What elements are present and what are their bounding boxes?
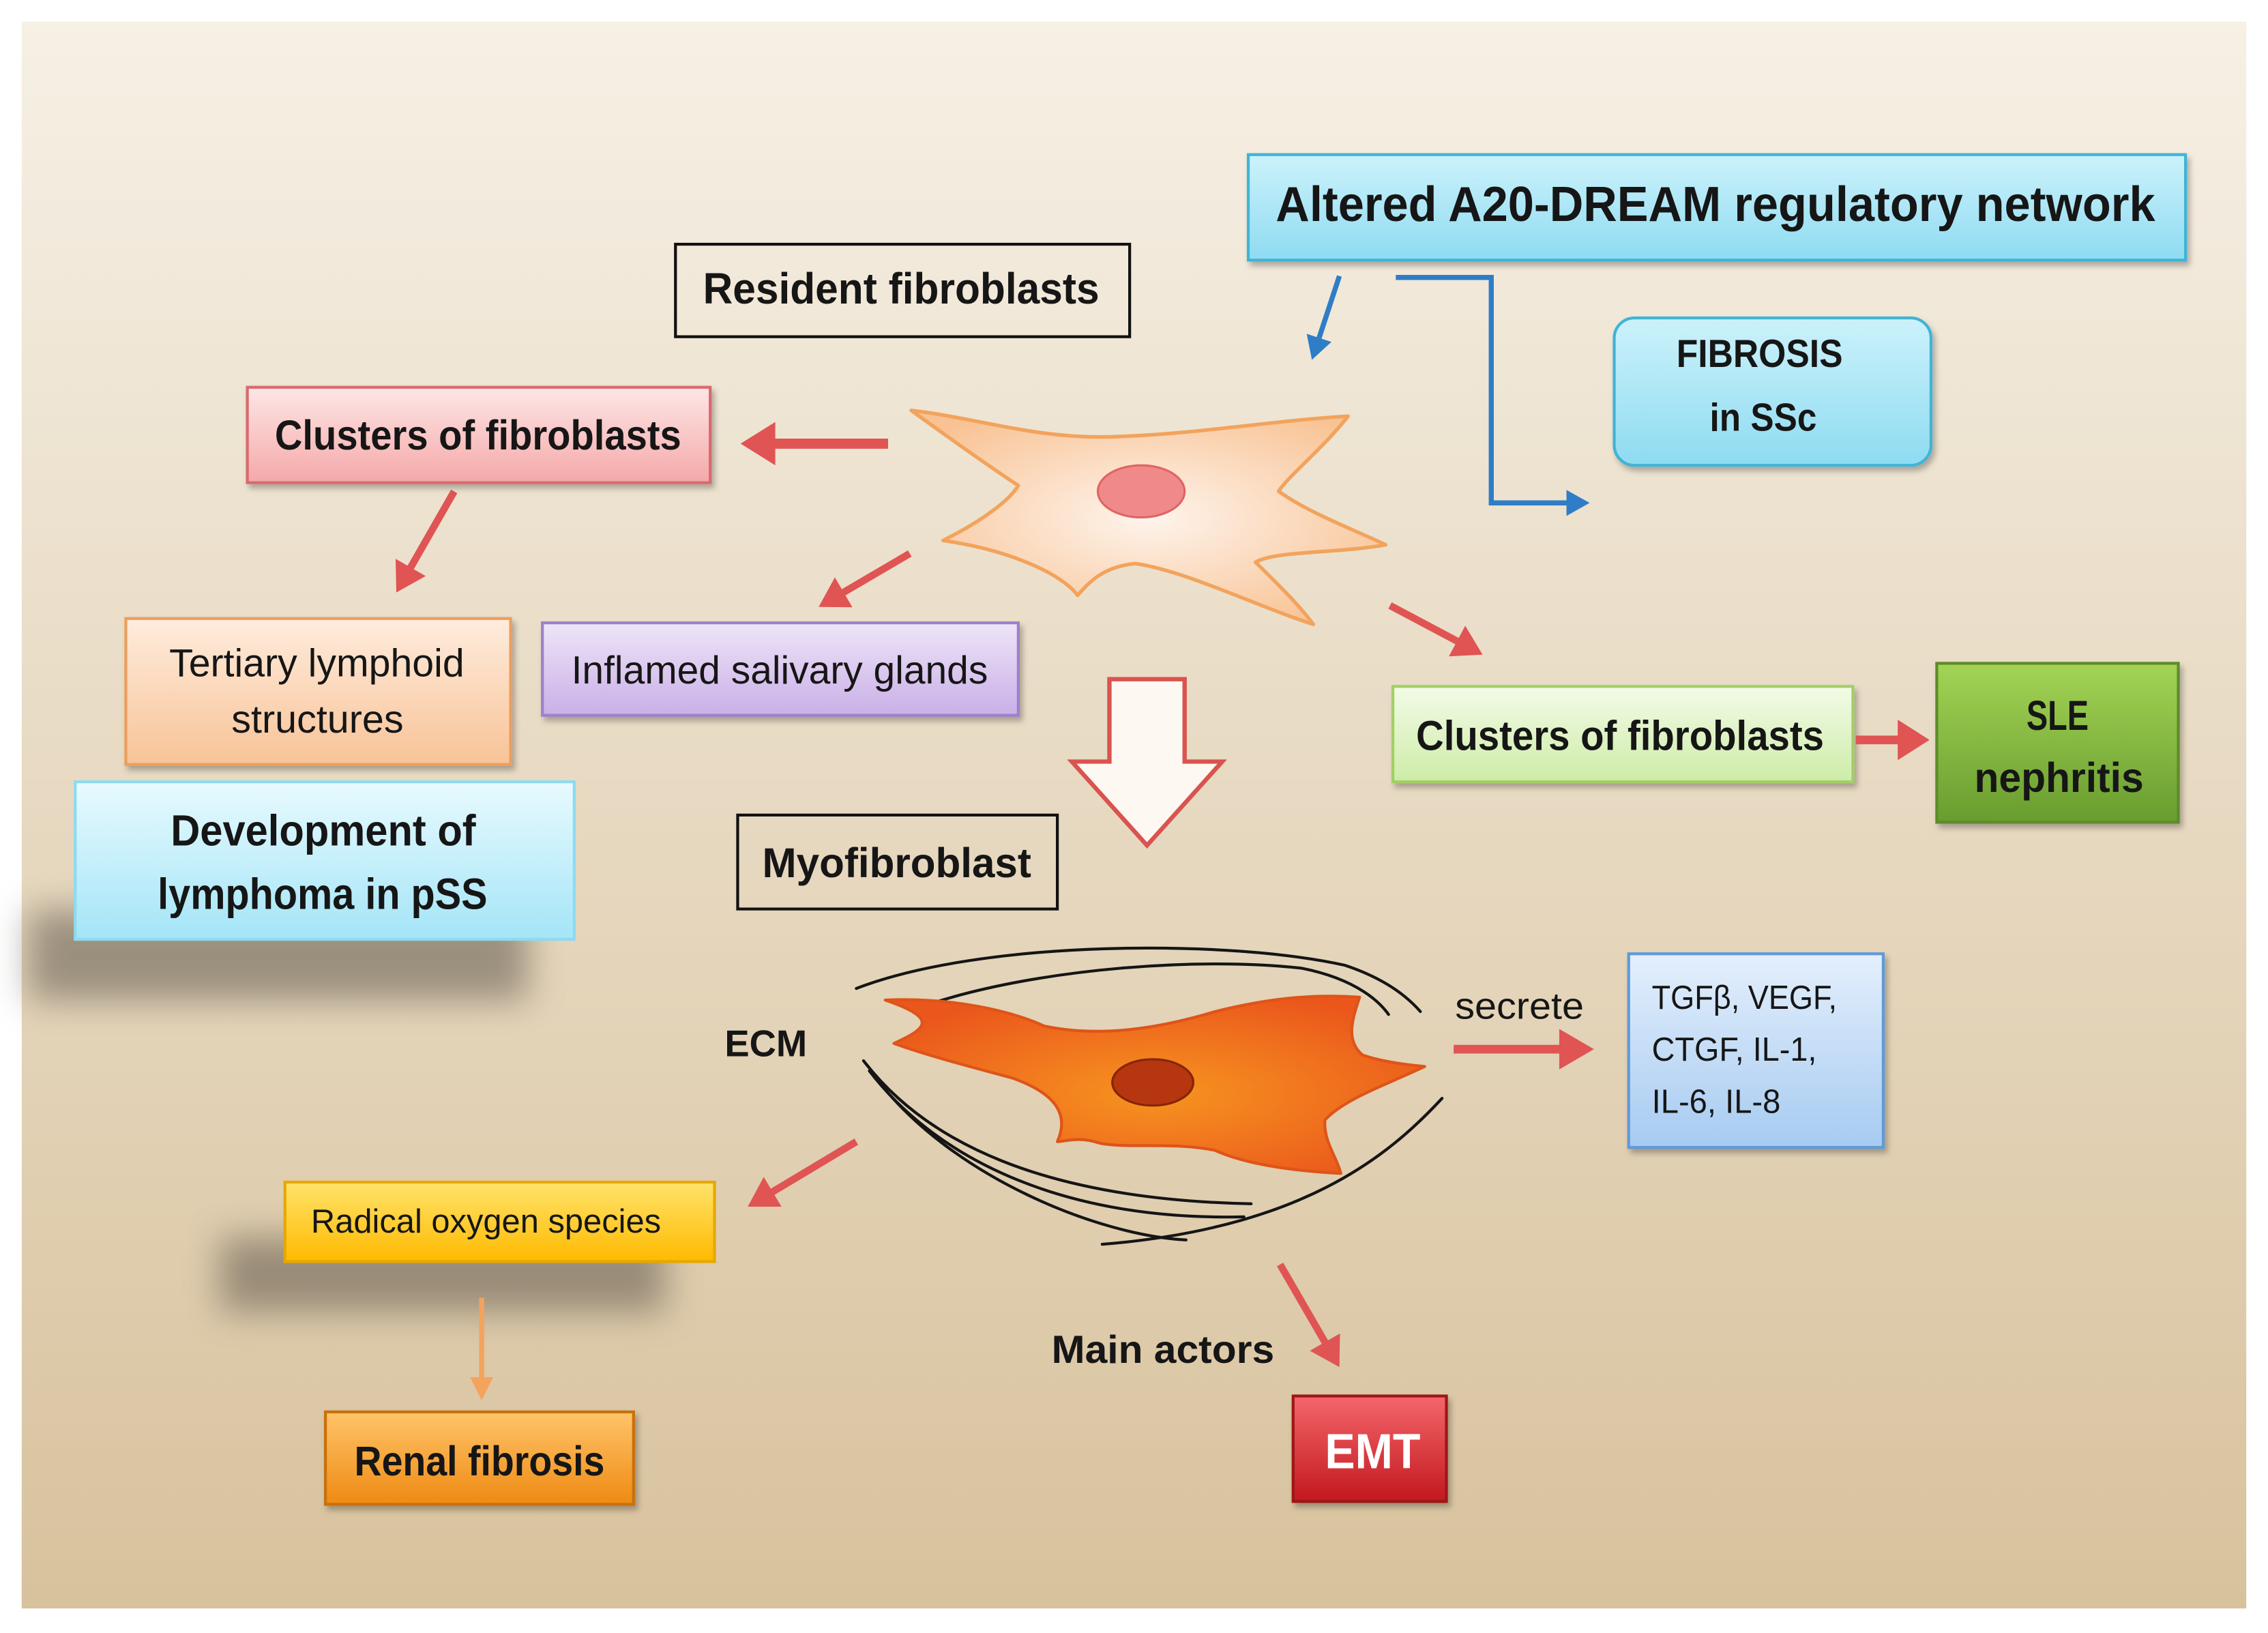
secreted-factors-line2: CTGF, IL-1, [1652,1031,1817,1068]
ros-label: Radical oxygen species [311,1203,661,1240]
arrow-clusters-to-sle-head [1898,720,1930,761]
arrow-network-to-resident-fibroblast [1306,275,1342,360]
secrete-label: secrete [1455,985,1584,1027]
arrow-ros-to-renal-fibrosis-head [470,1377,494,1400]
ecm-fibre-top-outer [855,946,1422,1014]
arrow-fibroblast-to-salivary-shaft [840,550,912,597]
ecm-fibre-top-inner [931,962,1390,1016]
lymphoma-label-line1: Development of [171,806,476,855]
arrow-ros-to-renal-fibrosis [470,1297,494,1400]
arrow-myofibroblast-to-emt [1277,1263,1340,1368]
arrow-fibroblast-to-clusters-left-head [740,422,776,466]
emt-box [1291,1394,1448,1503]
arrow-fibroblast-to-clusters-left [740,422,889,466]
inflamed-salivary-label: Inflamed salivary glands [572,649,988,692]
arrow-network-to-fibrosis [1396,275,1590,516]
tertiary-lymphoid-box [124,617,512,766]
lymphoma-label-line2: lymphoma in pSS [158,870,487,919]
resident-fibroblasts-label: Resident fibroblasts [703,265,1100,313]
arrow-clusters-to-tertiary-head [395,559,426,593]
tertiary-lymphoid-label-line1: Tertiary lymphoid [169,642,465,686]
clusters-right-label: Clusters of fibroblasts [1416,713,1824,760]
arrow-myofibroblast-to-ros-shaft [769,1138,859,1196]
myofibroblast-box [736,813,1059,911]
tertiary-lymphoid-label-line2: structures [231,698,403,741]
fibrosis-ssc-box [1612,316,1933,467]
arrow-fibroblast-to-salivary-head [819,577,853,608]
myofibroblast-label: Myofibroblast [763,840,1031,887]
sle-nephritis-box [1935,662,2180,824]
ros-box [283,1180,716,1263]
connector-arrows [395,275,1930,1400]
ecm-fibre-bottom-1 [861,1059,1253,1205]
renal-fibrosis-box [324,1410,635,1506]
altered-network-label: Altered A20-DREAM regulatory network [1276,177,2155,232]
fibrosis-ssc-label-line2: in SSc [1709,396,1816,439]
arrow-myofibroblast-to-emt-shaft [1277,1263,1329,1346]
fibrosis-ssc-label-line1: FIBROSIS [1677,332,1843,376]
ecm-fibres [855,946,1444,1246]
arrow-secrete-to-factors [1454,1029,1594,1070]
arrow-network-to-fibrosis-head [1566,490,1590,516]
lymphoma-box [74,780,576,941]
arrow-clusters-to-tertiary-shaft [406,489,458,572]
clusters-left-box [246,385,712,484]
ecm-fibre-right [1100,1097,1444,1246]
ecm-fibre-bottom-3 [878,1080,1188,1241]
inflamed-salivary-box [541,621,1020,717]
ecm-label: ECM [724,1023,807,1065]
clusters-right-box [1391,685,1855,784]
arrow-myofibroblast-to-emt-head [1310,1333,1340,1368]
arrow-secrete-to-factors-head [1559,1029,1594,1070]
arrow-myofibroblast-to-ros [748,1138,859,1207]
arrow-clusters-to-tertiary [395,489,458,593]
differentiation-arrow [1067,677,1227,849]
secreted-factors-box [1627,952,1885,1149]
arrow-fibroblast-to-salivary [819,550,912,608]
altered-network-box [1246,153,2188,262]
secreted-factors-line1: TGFβ, VEGF, [1652,980,1837,1016]
arrow-myofibroblast-to-ros-head [748,1177,782,1207]
sle-nephritis-label-line2: nephritis [1975,754,2144,801]
emt-label: EMT [1325,1425,1420,1480]
arrow-clusters-to-sle [1855,720,1930,761]
sle-nephritis-label-line1: SLE [2027,692,2089,739]
arrow-fibroblast-to-clusters-right [1388,602,1483,657]
resident-fibroblasts-box [674,242,1132,338]
renal-fibrosis-label: Renal fibrosis [355,1438,605,1485]
resident-fibroblast-nucleus [1096,464,1186,519]
clusters-left-label: Clusters of fibroblasts [275,412,681,459]
myofibroblast-cell [883,995,1426,1175]
resident-fibroblast-cell [909,409,1388,626]
arrow-network-to-fibrosis-shaft [1396,275,1569,505]
secreted-factors-line3: IL-6, IL-8 [1652,1083,1781,1120]
arrow-network-to-resident-fibroblast-head [1306,334,1331,360]
myofibroblast-nucleus [1111,1058,1195,1107]
arrow-fibroblast-to-clusters-right-head [1449,626,1483,657]
arrow-network-to-resident-fibroblast-shaft [1316,275,1342,341]
arrow-fibroblast-to-clusters-right-shaft [1388,602,1461,646]
main-actors-label: Main actors [1052,1328,1275,1372]
